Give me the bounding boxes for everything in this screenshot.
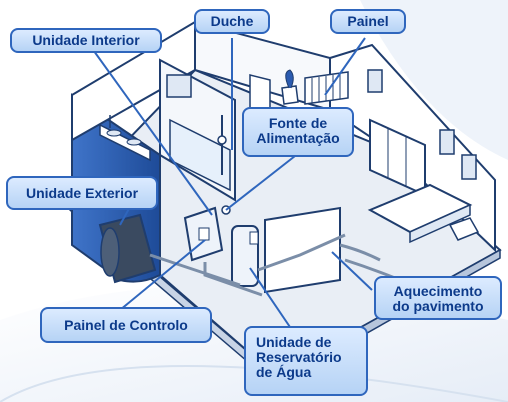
label-indoor-unit: Unidade Interior [10,28,162,53]
label-power-supply: Fonte de Alimentação [242,107,354,157]
label-outdoor-unit: Unidade Exterior [6,176,158,210]
leader-lines [85,37,373,331]
label-shower: Duche [194,9,270,34]
label-floor-heating: Aquecimento do pavimento [374,276,502,320]
label-panel: Painel [330,9,406,34]
label-control-panel: Painel de Controlo [40,307,212,343]
bedroom [367,118,480,244]
bathroom [99,58,236,202]
front-partition [264,206,341,294]
water-tank-graphic [231,225,259,287]
indoor-unit-graphic [183,206,224,262]
label-water-tank-unit: Unidade de Reservatório de Água [244,326,368,396]
outdoor-unit-graphic [98,213,157,284]
